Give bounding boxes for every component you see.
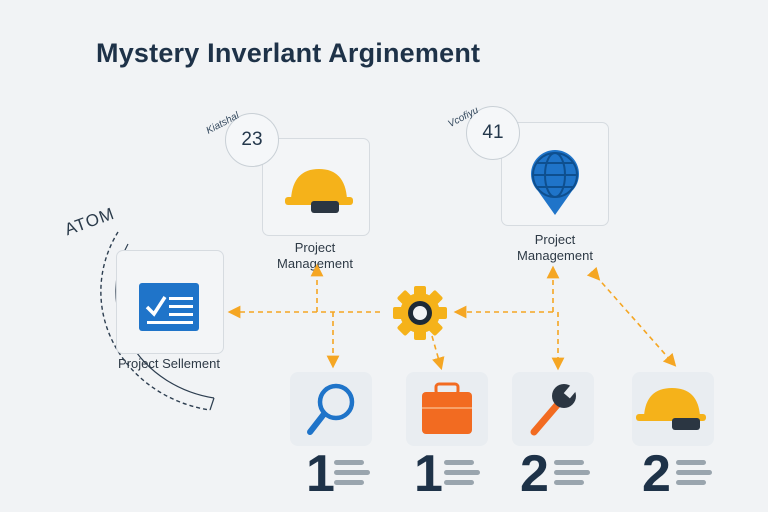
- tool-digit-4: 2: [642, 445, 671, 503]
- tool-lines-3: [554, 460, 592, 490]
- node-2-label: Project Management: [517, 232, 593, 263]
- diagram-title: Mystery Inverlant Arginement: [96, 38, 481, 68]
- globe-pin-icon: [531, 150, 579, 215]
- hardhat-icon: [636, 388, 706, 430]
- wrench-icon: [530, 382, 579, 436]
- card-checklist[interactable]: [116, 250, 224, 354]
- node-3-label: Project Sellement: [118, 356, 220, 371]
- badge-node-2: 41: [466, 106, 520, 160]
- checklist-icon: [139, 283, 199, 331]
- tool-digit-2: 1: [414, 445, 443, 503]
- toolbox-icon: [422, 382, 472, 434]
- node-1-label: Project Management: [277, 240, 353, 271]
- tool-digit-1: 1: [306, 445, 335, 503]
- gear-icon: [393, 286, 447, 340]
- tool-lines-2: [444, 460, 482, 490]
- badge-node-1: 23: [225, 113, 279, 167]
- tool-tile-toolbox[interactable]: [406, 372, 488, 446]
- tool-tile-wrench[interactable]: [512, 372, 594, 446]
- tool-lines-4: [676, 460, 714, 490]
- magnifier-icon: [307, 383, 355, 435]
- tool-tile-hardhat[interactable]: [632, 372, 714, 446]
- tool-digit-3: 2: [520, 445, 549, 503]
- hardhat-icon: [285, 169, 353, 213]
- tool-tile-magnifier[interactable]: [290, 372, 372, 446]
- tool-lines-1: [334, 460, 372, 490]
- card-hardhat[interactable]: [262, 138, 370, 236]
